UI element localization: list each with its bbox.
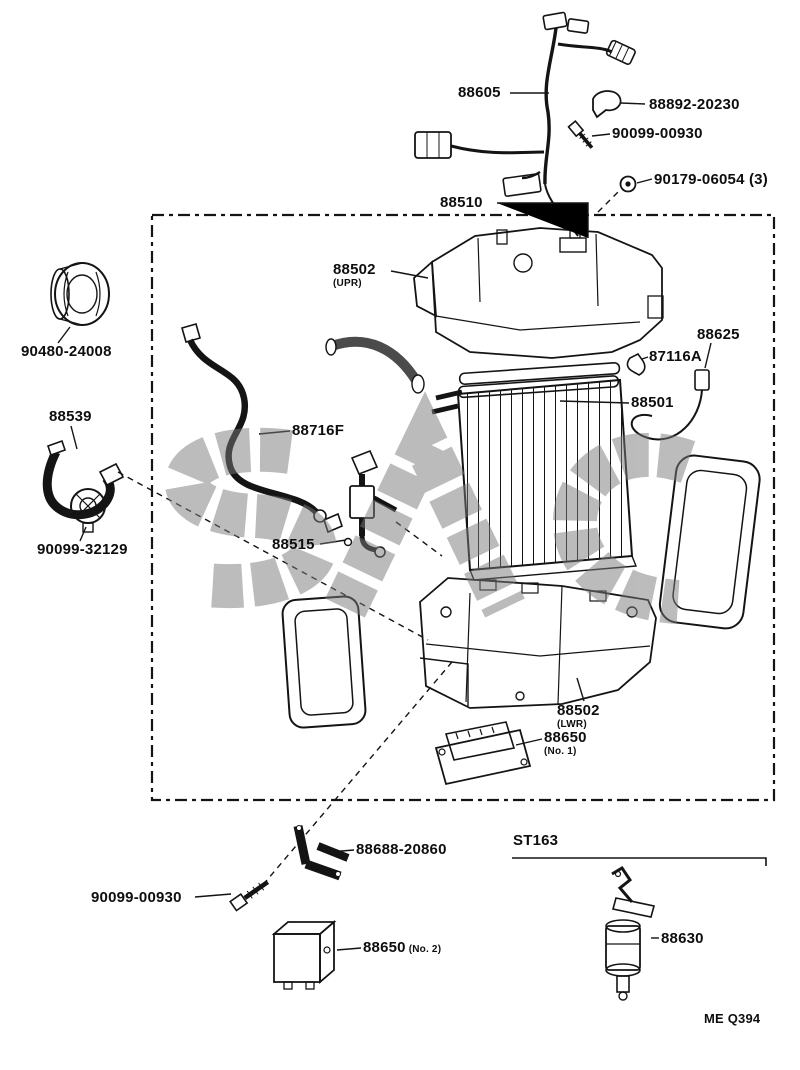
label-88605: 88605	[458, 84, 501, 101]
label-88501: 88501	[631, 394, 674, 411]
valve-88515-art	[343, 449, 398, 558]
label-88539: 88539	[49, 408, 92, 425]
label-88502-upr-main: 88502	[333, 261, 376, 278]
label-88650-no1: 88650 (No. 1)	[544, 730, 587, 757]
clip-art	[626, 352, 646, 376]
label-88892-20230: 88892-20230	[649, 96, 740, 113]
upper-case-art	[413, 225, 664, 359]
label-88502-upr-sub: (UPR)	[333, 277, 362, 289]
hose-88539-art	[42, 439, 125, 520]
label-88650-no1-sub: (No. 1)	[544, 745, 577, 757]
label-88510: 88510	[440, 194, 483, 211]
watermark	[165, 391, 696, 624]
label-88716f: 88716F	[292, 422, 345, 439]
grommet-large-art	[50, 262, 110, 326]
label-88650-no1-main: 88650	[544, 729, 587, 746]
leader-lines	[57, 92, 767, 951]
label-90099-32129: 90099-32129	[37, 541, 128, 558]
label-88650-no2-sub: (No. 2)	[408, 944, 442, 955]
amplifier2-art	[271, 920, 337, 990]
footer-code: ME Q394	[704, 1011, 761, 1026]
screw-top-art	[567, 119, 594, 149]
right-seal-frame-art	[658, 454, 761, 630]
label-88515: 88515	[272, 536, 315, 553]
label-88650-no2-main: 88650	[363, 939, 406, 956]
label-87116a: 87116A	[649, 348, 702, 365]
unit-boundary-box	[150, 213, 776, 802]
label-88625: 88625	[697, 326, 740, 343]
left-seal-frame-art	[281, 595, 367, 729]
bolt-art	[619, 175, 637, 193]
label-88502-upr: 88502 (UPR)	[333, 262, 376, 289]
label-90480-24008: 90480-24008	[21, 343, 112, 360]
label-88688-20860: 88688-20860	[356, 841, 447, 858]
label-88630: 88630	[661, 930, 704, 947]
amplifier1-art	[434, 721, 532, 786]
label-88502-lwr-main: 88502	[557, 702, 600, 719]
grommet-small-art	[70, 488, 106, 533]
label-90179-06054: 90179-06054 (3)	[654, 171, 768, 188]
actuator-art	[605, 865, 655, 1001]
label-88502-lwr: 88502 (LWR)	[557, 703, 600, 730]
label-88650-no2: 88650(No. 2)	[363, 940, 441, 956]
label-88502-lwr-sub: (LWR)	[557, 718, 587, 730]
clamp-art	[592, 90, 622, 119]
evaporator-art	[431, 361, 638, 581]
inlet-tube-art	[325, 336, 425, 394]
label-90099-00930-bottom: 90099-00930	[91, 889, 182, 906]
wiring-harness-art	[414, 11, 636, 237]
label-90099-00930-top: 90099-00930	[612, 125, 703, 142]
label-st163: ST163	[513, 832, 559, 849]
